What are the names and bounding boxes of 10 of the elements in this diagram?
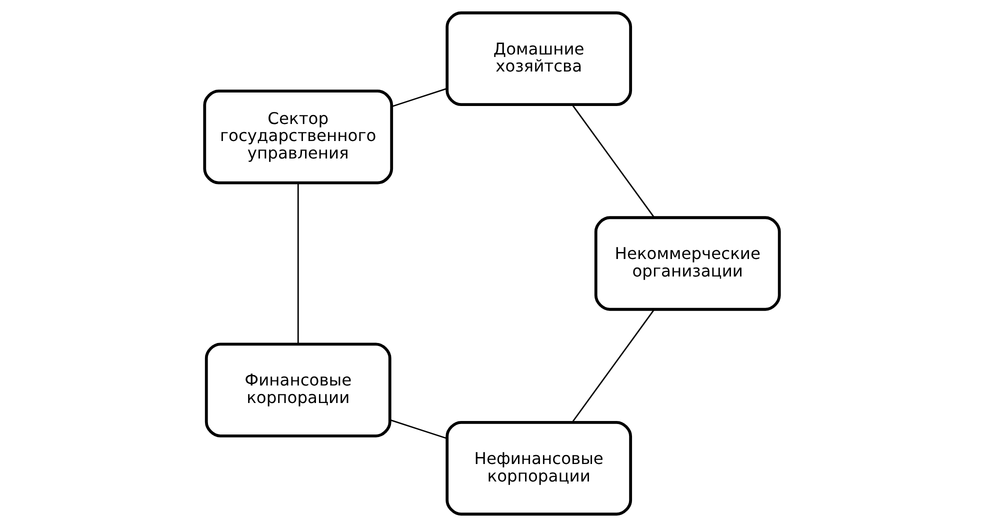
node-box: Сектор государственного управления: [202, 90, 393, 184]
node-box: Некоммерческие организации: [594, 216, 780, 311]
connector: [571, 104, 654, 218]
node-box: Домашние хозяйтсва: [445, 11, 632, 106]
node-box: Нефинансовые корпорации: [445, 420, 632, 516]
connector: [389, 419, 447, 440]
connector: [296, 183, 298, 344]
connector: [571, 309, 654, 423]
connector: [391, 88, 447, 108]
node-box: Финансовые корпорации: [204, 342, 391, 438]
